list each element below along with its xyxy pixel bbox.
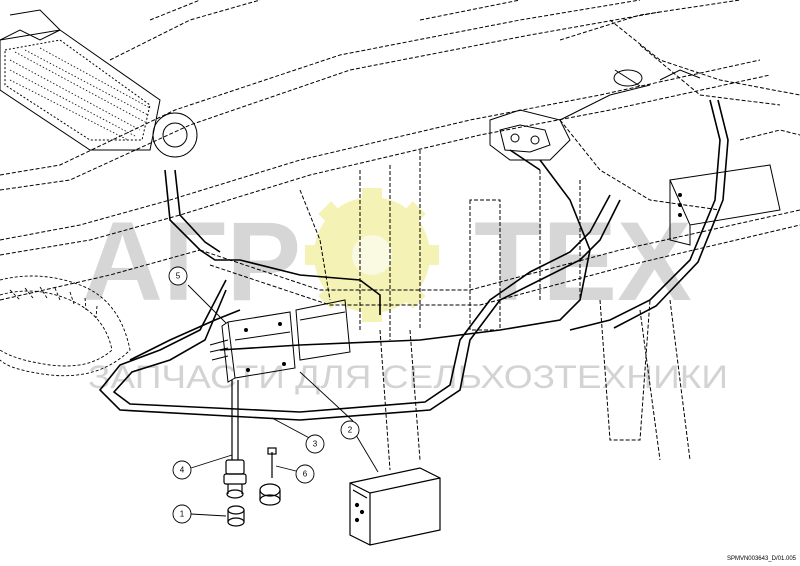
watermark-brand-right: ТЕХ — [474, 199, 692, 324]
callout-2: 2 — [340, 420, 360, 440]
hopper — [0, 9, 198, 158]
drawing-reference-code: SPMVN003643_D/01.005 — [726, 556, 796, 562]
watermark-brand-left: АГР — [82, 199, 301, 324]
svg-text:1: 1 — [180, 510, 185, 519]
watermark-gear-icon — [305, 188, 439, 322]
chassis-frame — [0, 0, 800, 471]
callout-3: 3 — [305, 434, 325, 454]
hitch-assembly — [489, 69, 701, 161]
svg-text:6: 6 — [303, 470, 308, 479]
svg-text:5: 5 — [176, 272, 181, 281]
right-mount-plate — [669, 164, 781, 246]
plug-connector-6 — [259, 447, 281, 506]
plug-cap-1 — [227, 505, 245, 527]
watermark-tagline: ЗАПЧАСТИ ДЛЯ СЕЛЬХОЗТЕХНИКИ — [88, 359, 728, 395]
callout-1: 1 — [172, 504, 192, 524]
leader-lines — [187, 284, 379, 517]
callout-4: 4 — [172, 460, 192, 480]
callout-6: 6 — [295, 464, 315, 484]
svg-text:4: 4 — [180, 466, 185, 475]
callout-5: 5 — [168, 266, 188, 286]
hopper-mesh — [9, 47, 151, 141]
terminal-box — [349, 467, 441, 546]
belt-chain — [0, 275, 131, 377]
svg-text:2: 2 — [348, 426, 353, 435]
svg-text:3: 3 — [313, 440, 318, 449]
plug-connector-4 — [223, 380, 247, 499]
